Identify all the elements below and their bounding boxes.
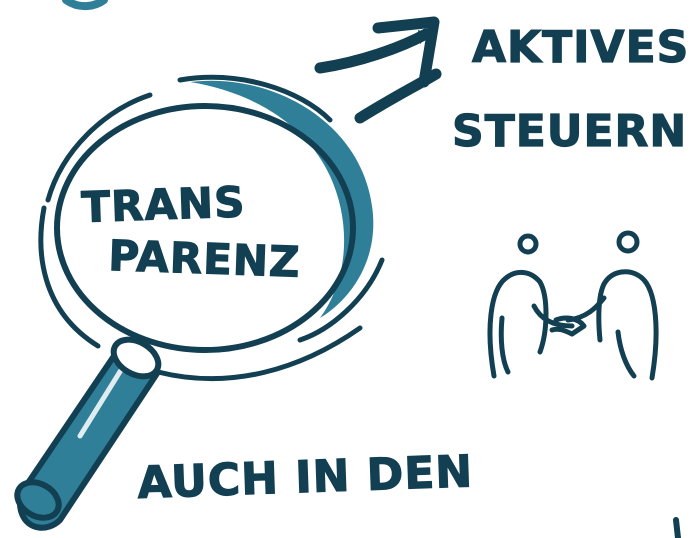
magnifier-handle-end: [14, 479, 62, 521]
lens-ring-outer-bottom: [155, 325, 363, 382]
arrow-right-icon: [314, 16, 442, 124]
lens-ring-outer-top: [177, 74, 333, 123]
lens-text-line2: PARENZ: [108, 231, 302, 287]
lens-ring-outer-left: [38, 205, 101, 349]
teal-fragment: [62, 0, 108, 10]
bottom-text: AUCH IN DEN: [137, 446, 474, 509]
handshake-icon: [487, 230, 659, 381]
arrow-text-line2: STEUERN: [452, 106, 687, 157]
lens-ring-inner: [54, 103, 356, 353]
text-fragment-mark: [673, 517, 681, 538]
lens-text-line1: TRANS: [81, 177, 247, 232]
magnifying-glass-icon: TRANS PARENZ: [14, 74, 385, 531]
lens-shadow: [190, 80, 374, 318]
lens-ring-outer-right: [297, 257, 385, 343]
magnifier-handle-highlight: [77, 359, 129, 439]
arrow-text-line1: AKTIVES: [472, 22, 689, 73]
lens-ring-outer: [45, 92, 153, 203]
